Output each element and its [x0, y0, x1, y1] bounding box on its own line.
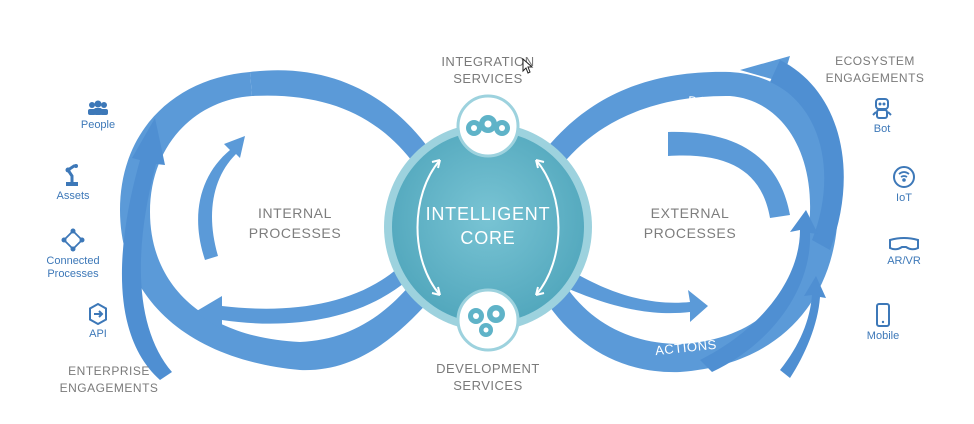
people-icon	[88, 100, 108, 115]
vr-headset-icon	[889, 237, 919, 251]
internal-processes-label: INTERNAL PROCESSES	[248, 205, 342, 241]
bot-icon	[872, 98, 892, 119]
enterprise-engagements-label: ENTERPRISE ENGAGEMENTS	[59, 364, 159, 395]
left-inner-arrow-down	[195, 268, 408, 330]
ecosystem-item-label: AR/VR	[887, 255, 921, 267]
left-data-band	[250, 70, 430, 165]
enterprise-item-people[interactable]: People	[72, 100, 124, 132]
enterprise-item-label: People	[80, 119, 116, 131]
development-services-label: DEVELOPMENT SERVICES	[436, 361, 540, 393]
ecosystem-engagements-label: ECOSYSTEM ENGAGEMENTS	[825, 54, 925, 85]
api-icon	[89, 303, 107, 325]
core-arrow-left	[416, 159, 441, 296]
core-circle	[392, 131, 584, 323]
right-data-label: DATA	[688, 93, 724, 110]
right-inner-arc	[668, 131, 790, 218]
left-inner-arrow-up	[198, 136, 245, 260]
core-arrow-right	[535, 159, 560, 296]
enterprise-item-connected-processes[interactable]: Connected Processes	[38, 228, 108, 281]
right-inner-arrow	[560, 270, 708, 322]
left-outer-arrow	[121, 118, 172, 380]
robot-arm-icon	[65, 164, 78, 186]
intelligent-core-label: INTELLIGENT CORE	[425, 204, 551, 248]
ecosystem-item-bot[interactable]: Bot	[860, 96, 904, 136]
right-bottom-arrow	[780, 276, 826, 378]
enterprise-item-assets[interactable]: Assets	[46, 163, 100, 203]
right-data-band	[545, 71, 730, 165]
ecosystem-item-label: Bot	[873, 123, 891, 135]
ecosystem-item-ar-vr[interactable]: AR/VR	[880, 236, 928, 268]
external-processes-label: EXTERNAL PROCESSES	[643, 205, 737, 241]
core-arrow-left-head-bottom	[431, 286, 441, 296]
right-actions-label: ACTIONS	[654, 337, 717, 358]
mouse-cursor-icon	[522, 58, 534, 74]
enterprise-item-label: Assets	[56, 190, 90, 202]
development-gear-bubble	[456, 288, 520, 352]
integration-services-label: INTEGRATION SERVICES	[441, 54, 535, 86]
ecosystem-item-label: Mobile	[866, 330, 900, 342]
network-icon	[61, 228, 85, 252]
right-lower-arrow	[700, 210, 818, 372]
ecosystem-item-label: IoT	[896, 192, 912, 204]
core-arrow-left-head-top	[431, 159, 441, 169]
ecosystem-item-iot[interactable]: IoT	[884, 165, 924, 205]
integration-gears-icon	[466, 115, 510, 136]
core-arrow-right-head-bottom	[535, 286, 545, 296]
enterprise-item-label: Connected Processes	[46, 255, 100, 280]
core-arrow-right-head-top	[535, 159, 545, 169]
enterprise-item-label: API	[89, 328, 107, 340]
development-gears-icon	[468, 305, 505, 337]
mobile-icon	[876, 303, 890, 327]
enterprise-item-api[interactable]: API	[80, 303, 116, 341]
iot-icon	[893, 166, 915, 188]
left-data-label: DATA	[251, 93, 287, 110]
right-outer-curve	[770, 60, 844, 250]
ecosystem-item-mobile[interactable]: Mobile	[860, 303, 906, 343]
